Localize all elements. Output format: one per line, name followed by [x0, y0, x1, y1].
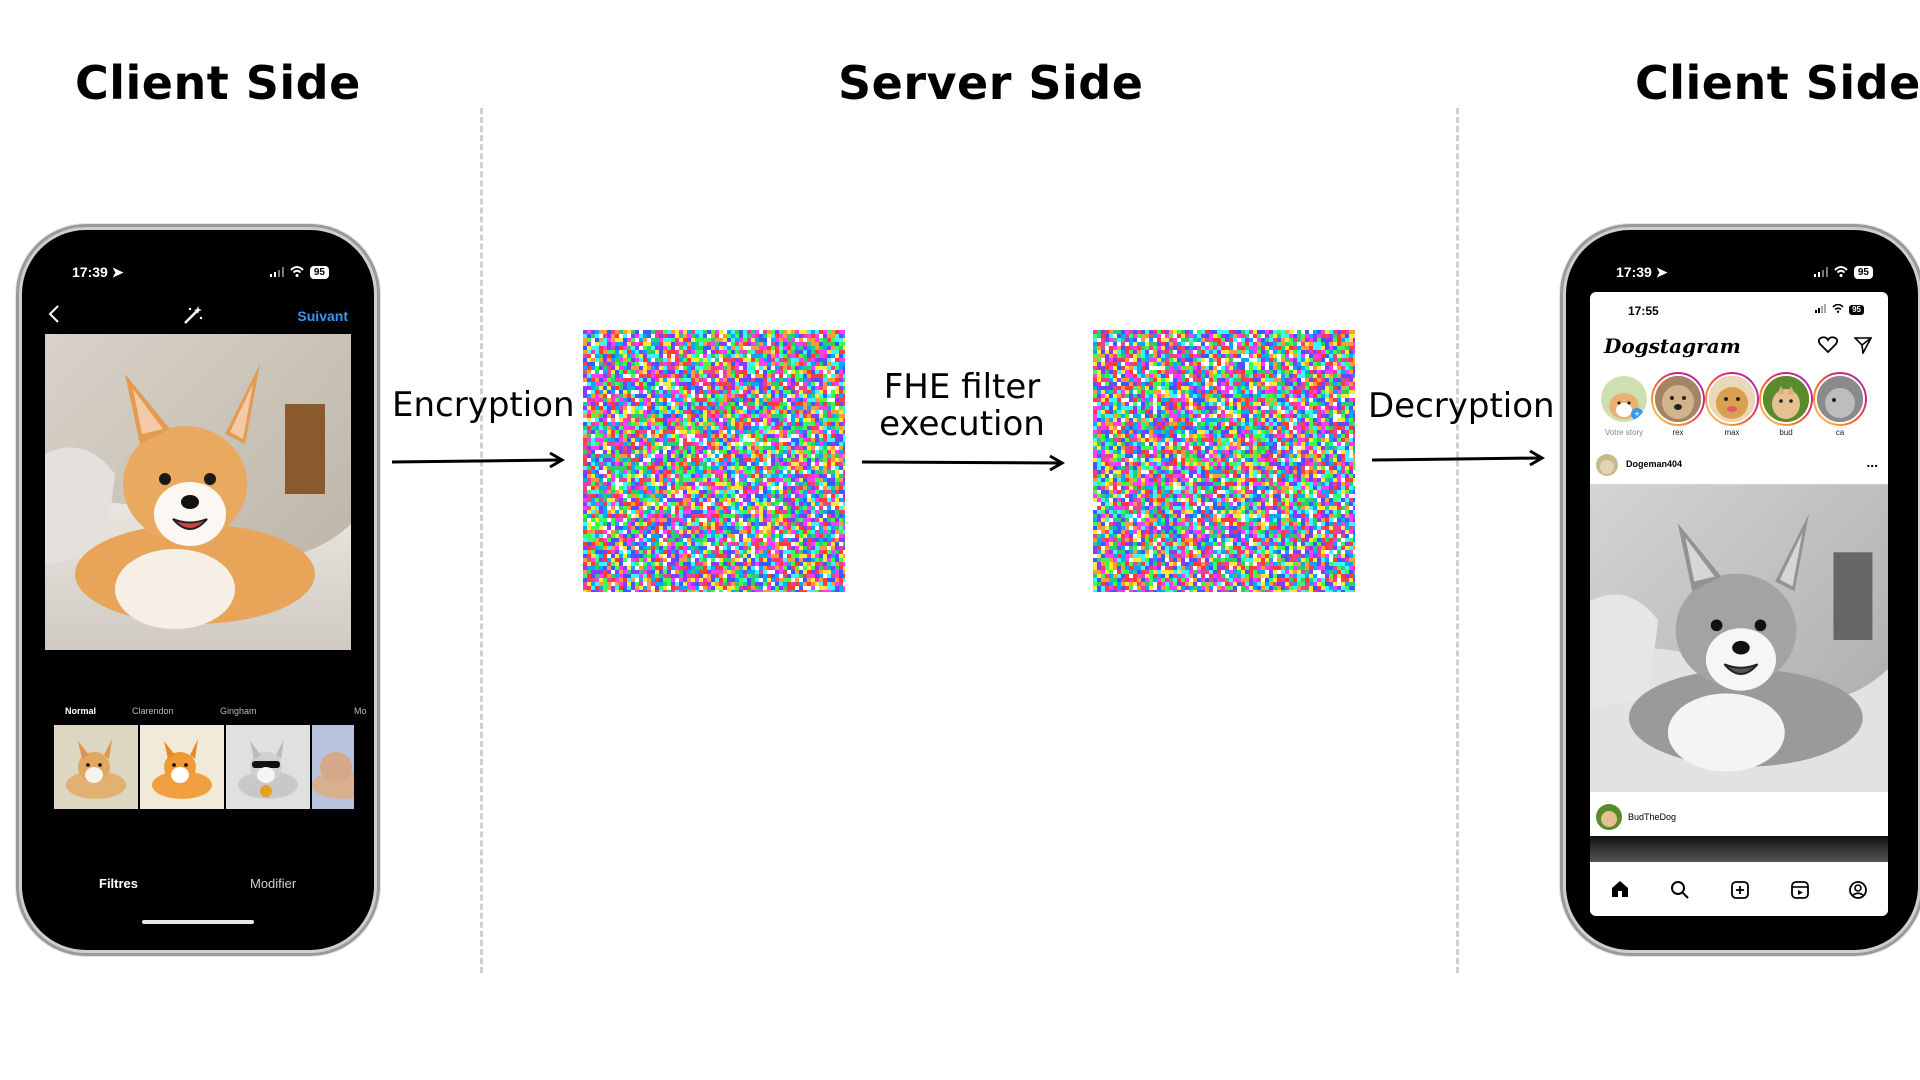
label-fhe-line1: FHE filter — [883, 367, 1041, 407]
more-options-icon[interactable]: ... — [1866, 454, 1878, 470]
title-server-side: Server Side — [838, 56, 1144, 110]
home-icon[interactable] — [1610, 880, 1630, 903]
phone-right-mute-button — [1560, 372, 1565, 394]
story-name: bud — [1779, 428, 1793, 437]
status-time: 17:39 ➤ — [72, 264, 124, 280]
filter-thumb-gingham[interactable] — [226, 725, 310, 809]
label-encryption: Encryption — [392, 385, 575, 425]
magic-wand-icon[interactable] — [182, 304, 204, 331]
phone-left-volume-up — [16, 420, 21, 472]
inner-wifi-icon — [1832, 303, 1844, 316]
label-fhe-line2: execution — [879, 404, 1045, 444]
story-avatar — [1761, 374, 1811, 424]
story-item[interactable]: bud — [1758, 372, 1814, 437]
filter-thumb-clarendon[interactable] — [140, 725, 224, 809]
filter-thumb-normal[interactable] — [54, 725, 138, 809]
story-item[interactable]: max — [1704, 372, 1760, 437]
app-screen: 17:55 95 Dogstagram + Votre — [1590, 292, 1888, 916]
wifi-icon — [1834, 264, 1848, 280]
phone-right: 17:39 ➤ 95 17:55 95 Dogstagram — [1566, 230, 1918, 950]
title-client-side-right: Client Side — [1635, 56, 1920, 110]
reels-icon[interactable] — [1790, 880, 1810, 905]
arrow-encryption — [391, 451, 565, 469]
battery-indicator: 95 — [1853, 265, 1873, 279]
signal-icon — [1813, 264, 1828, 280]
inner-signal-icon — [1815, 304, 1827, 316]
story-item[interactable]: ca — [1812, 372, 1868, 437]
app-logo: Dogstagram — [1604, 334, 1741, 358]
filter-label-gingham[interactable]: Gingham — [220, 706, 257, 716]
filter-label-clarendon[interactable]: Clarendon — [132, 706, 174, 716]
post-header: Dogeman404 ... — [1590, 452, 1888, 480]
encrypted-image-input — [583, 330, 845, 592]
phone-left: 17:39 ➤ 95 Suivant — [22, 230, 374, 950]
story-name: rex — [1672, 428, 1684, 437]
divider-left — [480, 108, 483, 973]
title-client-side-left: Client Side — [75, 56, 361, 110]
status-time: 17:39 ➤ — [1616, 264, 1668, 280]
home-indicator[interactable] — [142, 920, 254, 924]
story-name: Votre story — [1604, 428, 1644, 437]
back-chevron-icon[interactable] — [48, 304, 60, 330]
label-decryption: Decryption — [1368, 386, 1555, 426]
send-icon[interactable] — [1853, 336, 1873, 359]
story-item[interactable]: rex — [1650, 372, 1706, 437]
battery-indicator: 95 — [309, 265, 329, 279]
phone-left-power-button — [373, 450, 378, 534]
inner-status-time: 17:55 — [1628, 304, 1659, 318]
phone-right-power-button — [1917, 450, 1920, 534]
phone-right-volume-down — [1560, 484, 1565, 536]
stories-row: + Votre story rex max bud — [1596, 372, 1888, 444]
divider-right — [1456, 108, 1459, 973]
arrow-fhe — [861, 454, 1065, 472]
post-header: BudTheDog — [1590, 800, 1888, 830]
inner-status-bar: 17:55 95 — [1628, 303, 1864, 318]
post-avatar[interactable] — [1596, 804, 1622, 830]
encrypted-image-output — [1093, 330, 1355, 592]
add-icon[interactable] — [1730, 880, 1750, 905]
status-bar: 17:39 ➤ 95 — [72, 264, 329, 284]
story-name: max — [1724, 428, 1740, 437]
next-button[interactable]: Suivant — [297, 308, 348, 324]
heart-icon[interactable] — [1817, 336, 1839, 360]
filter-thumb-mo[interactable] — [312, 725, 354, 809]
story-item[interactable]: + Votre story — [1596, 372, 1652, 437]
story-avatar — [1707, 374, 1757, 424]
post-avatar[interactable] — [1596, 454, 1618, 476]
post-username[interactable]: Dogeman404 — [1626, 459, 1683, 469]
phone-left-mute-button — [16, 372, 21, 394]
tab-edit[interactable]: Modifier — [250, 876, 297, 891]
tab-filters[interactable]: Filtres — [99, 876, 139, 891]
post-image-preview — [1590, 836, 1888, 862]
inner-battery-indicator: 95 — [1849, 305, 1864, 315]
bottom-tab-bar — [1590, 866, 1888, 914]
dog-photo — [45, 334, 351, 650]
phone-left-volume-down — [16, 484, 21, 536]
post-username[interactable]: BudTheDog — [1628, 812, 1677, 822]
wifi-icon — [290, 264, 304, 280]
filtered-dog-photo — [1590, 484, 1888, 792]
profile-icon[interactable] — [1848, 880, 1868, 905]
search-icon[interactable] — [1670, 880, 1690, 905]
phone-right-volume-up — [1560, 420, 1565, 472]
story-avatar: + — [1599, 374, 1649, 424]
arrow-decryption — [1371, 449, 1545, 467]
filter-label-normal[interactable]: Normal — [65, 706, 97, 716]
story-avatar — [1815, 374, 1865, 424]
story-avatar — [1653, 374, 1703, 424]
signal-icon — [269, 264, 284, 280]
filter-label-mo[interactable]: Mo — [354, 706, 367, 716]
story-name: ca — [1835, 428, 1845, 437]
status-bar: 17:39 ➤ 95 — [1616, 264, 1873, 284]
